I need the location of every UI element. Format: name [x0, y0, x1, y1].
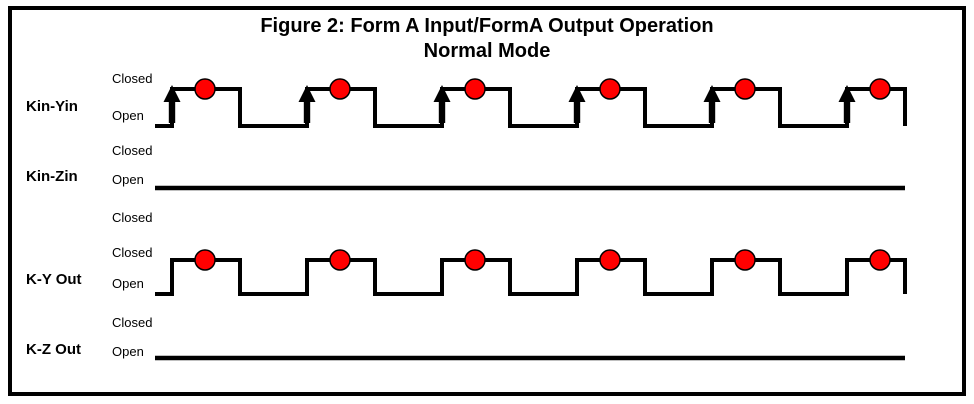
level-label-closed-upper-k-y-out: Closed [112, 210, 153, 225]
level-label-closed-k-y-out: Closed [112, 245, 153, 260]
signal-label-k-y-out: K-Y Out [26, 271, 82, 288]
signal-label-kin-yin: Kin-Yin [26, 98, 78, 115]
level-label-closed-k-z-out: Closed [112, 315, 153, 330]
level-label-closed-kin-yin: Closed [112, 71, 153, 86]
level-label-open-kin-zin: Open [112, 172, 144, 187]
level-label-open-kin-yin: Open [112, 108, 144, 123]
level-label-open-k-z-out: Open [112, 344, 144, 359]
figure-border [8, 6, 966, 396]
level-label-open-k-y-out: Open [112, 276, 144, 291]
signal-label-kin-zin: Kin-Zin [26, 168, 78, 185]
level-label-closed-kin-zin: Closed [112, 143, 153, 158]
figure-title-line2: Normal Mode [423, 40, 551, 62]
figure-title-line1: Figure 2: Form A Input/FormA Output Oper… [260, 15, 714, 37]
signal-label-k-z-out: K-Z Out [26, 341, 81, 358]
